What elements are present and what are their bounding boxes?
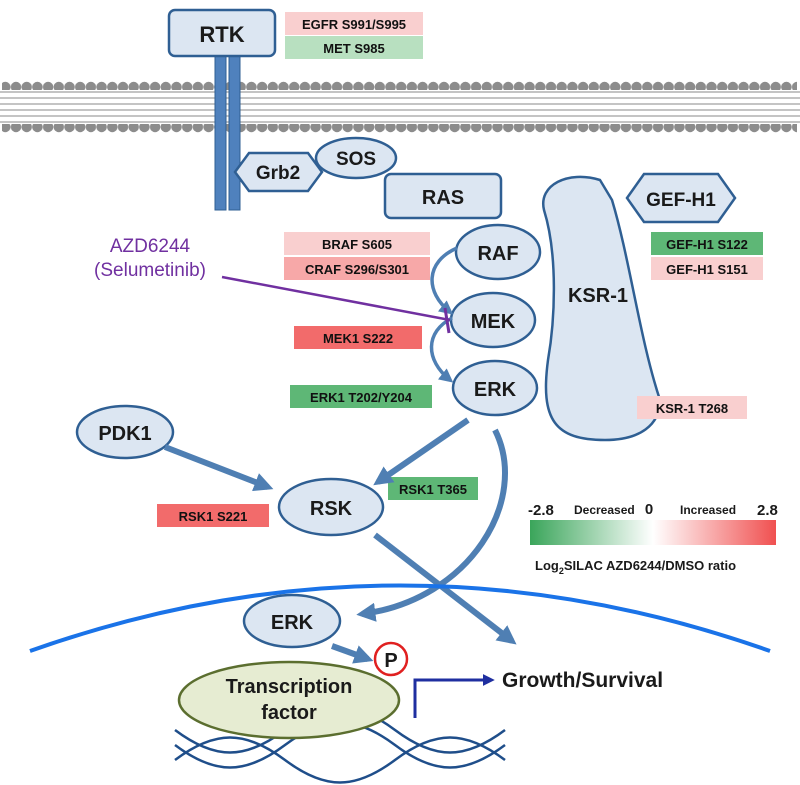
erk-translocation-arrow bbox=[356, 428, 508, 622]
legend-increased: Increased bbox=[680, 503, 736, 517]
raf-label: RAF bbox=[477, 243, 518, 265]
gene-expression-arrow bbox=[413, 674, 495, 718]
mek-label: MEK bbox=[471, 311, 516, 333]
erk-to-rsk-arrow bbox=[373, 417, 470, 486]
ksr1-site-label: KSR-1 T268 bbox=[656, 401, 728, 416]
cell-membrane bbox=[0, 76, 800, 138]
legend-caption-prefix: Log bbox=[535, 558, 559, 573]
ras-node: RAS bbox=[383, 172, 503, 220]
raf-to-mek-arrow bbox=[430, 246, 458, 315]
gefh1-s122-site: GEF-H1 S122 bbox=[651, 232, 763, 255]
braf-site: BRAF S605 bbox=[284, 232, 430, 255]
legend-caption: Log2SILAC AZD6244/DMSO ratio bbox=[535, 558, 736, 576]
growth-survival-label: Growth/Survival bbox=[502, 669, 663, 692]
phosphate-label: P bbox=[384, 650, 397, 672]
legend-gradient-bar bbox=[530, 520, 776, 545]
legend-decreased: Decreased bbox=[574, 503, 635, 517]
phosphate-badge: P bbox=[373, 641, 409, 677]
pdk1-to-rsk-arrow bbox=[163, 444, 274, 492]
gefh1-label: GEF-H1 bbox=[646, 190, 716, 211]
rsk-label: RSK bbox=[310, 498, 353, 520]
erk-node: ERK bbox=[451, 359, 539, 417]
ksr1-label: KSR-1 bbox=[568, 285, 628, 307]
tf-label-line2: factor bbox=[261, 702, 317, 724]
nuclear-membrane bbox=[29, 583, 771, 653]
tf-label-line1: Transcription bbox=[226, 676, 353, 698]
erk1-site: ERK1 T202/Y204 bbox=[290, 385, 432, 408]
pdk1-node: PDK1 bbox=[75, 404, 175, 460]
legend-zero: 0 bbox=[645, 501, 653, 518]
rtk-receptor: RTK bbox=[167, 8, 277, 211]
mek1-site: MEK1 S222 bbox=[294, 326, 422, 349]
legend-max: 2.8 bbox=[757, 502, 778, 519]
drug-name: AZD6244 bbox=[110, 236, 191, 257]
drug-alias: (Selumetinib) bbox=[94, 260, 206, 281]
erk-label: ERK bbox=[474, 379, 517, 401]
braf-site-label: BRAF S605 bbox=[322, 237, 392, 252]
transcription-factor-node: Transcription factor bbox=[177, 660, 401, 740]
erk1-site-label: ERK1 T202/Y204 bbox=[310, 390, 413, 405]
egfr-site-label: EGFR S991/S995 bbox=[302, 17, 406, 32]
gefh1-s122-label: GEF-H1 S122 bbox=[666, 237, 748, 252]
rsk-node: RSK bbox=[277, 477, 385, 537]
erk-to-tf-arrow bbox=[330, 643, 374, 664]
rsk1-t365-site: RSK1 T365 bbox=[388, 477, 478, 500]
raf-node: RAF bbox=[454, 223, 542, 281]
rtk-label: RTK bbox=[199, 22, 244, 47]
gefh1-s151-site: GEF-H1 S151 bbox=[651, 257, 763, 280]
gefh1-node: GEF-H1 bbox=[625, 172, 737, 224]
color-legend: -2.8 Decreased 0 Increased 2.8 Log2SILAC… bbox=[528, 501, 778, 576]
ksr1-site: KSR-1 T268 bbox=[637, 396, 747, 419]
legend-min: -2.8 bbox=[528, 502, 554, 519]
drug-inhibition-line bbox=[221, 275, 451, 334]
craf-site-label: CRAF S296/S301 bbox=[305, 262, 409, 277]
rsk1-s221-label: RSK1 S221 bbox=[179, 509, 248, 524]
grb2-node: Grb2 bbox=[233, 151, 324, 193]
ras-label: RAS bbox=[422, 187, 464, 209]
grb2-label: Grb2 bbox=[256, 163, 300, 184]
erk-nuclear-node: ERK bbox=[242, 593, 342, 649]
mek-node: MEK bbox=[449, 291, 537, 349]
sos-node: SOS bbox=[314, 136, 398, 180]
legend-caption-sub: 2 bbox=[559, 566, 564, 576]
rsk1-s221-site: RSK1 S221 bbox=[157, 504, 269, 527]
rtk-node bbox=[167, 8, 277, 58]
met-site-label: MET S985 bbox=[323, 41, 384, 56]
mek-to-erk-arrow bbox=[429, 316, 454, 383]
craf-site: CRAF S296/S301 bbox=[284, 257, 430, 280]
erk-nuclear-label: ERK bbox=[271, 612, 314, 634]
met-site: MET S985 bbox=[285, 36, 423, 59]
ksr1-node: KSR-1 bbox=[542, 175, 662, 442]
rsk1-t365-label: RSK1 T365 bbox=[399, 482, 467, 497]
sos-label: SOS bbox=[336, 149, 376, 170]
legend-caption-rest: SILAC AZD6244/DMSO ratio bbox=[564, 558, 736, 573]
mek1-site-label: MEK1 S222 bbox=[323, 331, 393, 346]
pdk1-label: PDK1 bbox=[98, 423, 151, 445]
egfr-site: EGFR S991/S995 bbox=[285, 12, 423, 35]
drug-label: AZD6244 (Selumetinib) bbox=[94, 236, 206, 281]
gefh1-s151-label: GEF-H1 S151 bbox=[666, 262, 748, 277]
